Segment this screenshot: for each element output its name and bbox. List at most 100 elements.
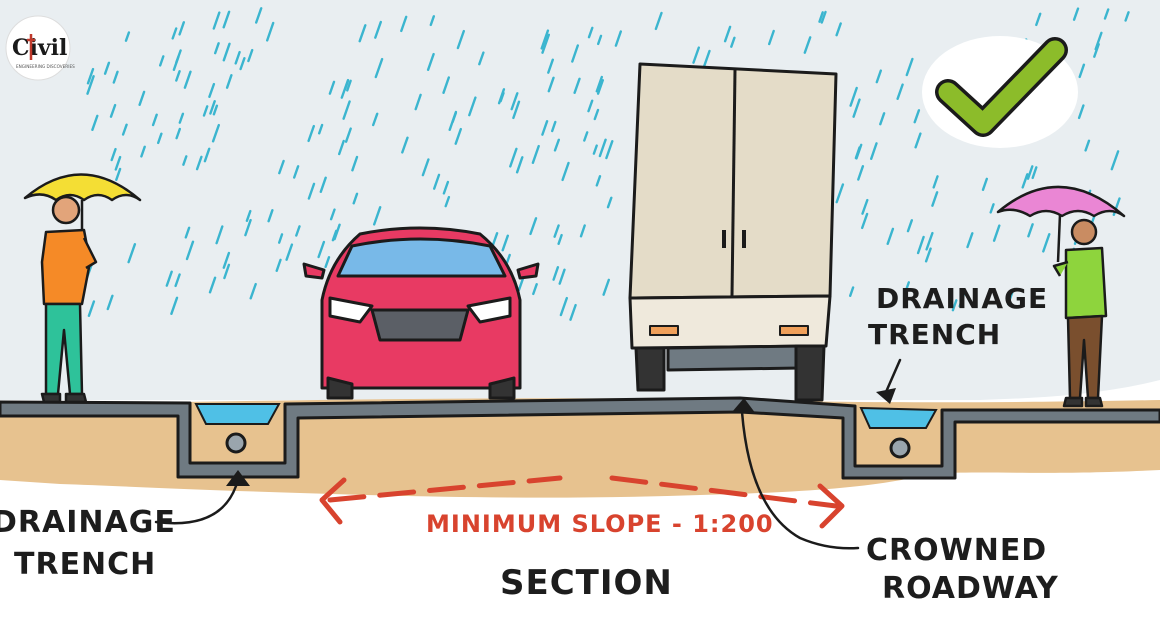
rain-drop [803, 36, 812, 54]
rain-drop [448, 110, 458, 132]
pointer-right [876, 388, 896, 404]
rain-drop [91, 114, 99, 132]
label-section: SECTION [500, 563, 673, 603]
rain-drop [112, 70, 119, 84]
rain-drop [245, 209, 252, 223]
label-drainage-left-line1: DRAINAGE [0, 505, 176, 540]
rain-drop [184, 226, 191, 239]
person-yellow-umbrella [23, 173, 142, 404]
rain-drop [1103, 8, 1110, 20]
rain-drop [1110, 150, 1120, 171]
rain-drop [902, 281, 910, 298]
rain-drop [158, 55, 165, 67]
rain-drop [512, 100, 521, 120]
rain-drop [433, 173, 441, 190]
rain-drop [178, 21, 186, 36]
rain-drop [267, 208, 274, 223]
rain-drop [317, 240, 326, 259]
rain-drop [442, 180, 450, 195]
rain-drop [557, 233, 563, 246]
civil-logo-icon: Civil ENGINEERING DISCOVERIES [5, 15, 75, 81]
rain-drop [255, 7, 263, 24]
rain-drop [989, 203, 995, 214]
rain-drop [209, 99, 216, 115]
rain-drop [468, 96, 477, 117]
rain-drop [421, 158, 430, 177]
rain-drop [1027, 223, 1034, 238]
rain-drop [1026, 165, 1034, 180]
rain-drop [1021, 173, 1029, 189]
rain-drop [318, 123, 324, 135]
rain-drop [278, 233, 284, 244]
rain-drop [351, 155, 359, 172]
rain-drop [319, 176, 327, 194]
rain-drop [501, 234, 509, 252]
rain-drop [587, 26, 594, 39]
rain-drop [456, 29, 465, 50]
rain-drop [182, 155, 188, 166]
rain-drop [861, 212, 869, 230]
water-right-trench [859, 406, 938, 429]
rain-drop [966, 232, 974, 249]
red-car [302, 226, 540, 400]
rain-drop [121, 123, 128, 136]
rain-drop [1031, 166, 1038, 180]
rain-drop [573, 77, 581, 95]
rain-drop [1078, 63, 1086, 79]
rain-drop [768, 29, 775, 46]
pink-umbrella [996, 185, 1126, 218]
rain-drop [244, 218, 252, 237]
logo-tagline: ENGINEERING DISCOVERIES [16, 64, 75, 69]
rain-drop [606, 196, 613, 209]
rain-drop [992, 224, 1001, 242]
rain-drop [278, 159, 285, 175]
rain-drop [156, 132, 163, 145]
rain-drop [515, 156, 524, 174]
rain-drop [723, 25, 732, 43]
rain-drop [454, 127, 462, 145]
rain-drop [531, 144, 540, 165]
rain-drop [598, 138, 607, 158]
rain-drop [547, 58, 554, 74]
rain-drop [849, 286, 855, 297]
rain-drop [307, 124, 315, 143]
rain-drop [223, 263, 231, 280]
rain-drop [213, 42, 220, 55]
rain-drop [849, 86, 858, 107]
rain-drop [124, 31, 131, 42]
rain-drop [861, 198, 869, 215]
rain-drop [249, 282, 257, 300]
label-drainage-left-line2: TRENCH [14, 547, 156, 582]
rain-drop [86, 74, 95, 95]
rain-drop [906, 219, 913, 233]
person-pink-umbrella [996, 185, 1126, 408]
rain-drop [307, 182, 316, 200]
rain-drop [401, 136, 409, 154]
rain-drop [497, 88, 506, 105]
rain-drop [328, 80, 336, 95]
rain-drop [551, 120, 557, 133]
label-crowned-line1: CROWNED [866, 533, 1047, 568]
rain-drop [532, 283, 538, 296]
rain-drop [1072, 7, 1080, 21]
rain-drop [222, 42, 231, 62]
label-drainage-right-line2: TRENCH [868, 318, 1001, 351]
rain-drop [553, 224, 560, 238]
rain-drop [593, 108, 600, 121]
rain-drop [275, 258, 282, 272]
rain-drop [981, 177, 988, 192]
rain-drop [703, 49, 711, 68]
sky-backdrop [0, 0, 1160, 400]
rain-drop [552, 266, 560, 281]
rain-drop [905, 57, 914, 77]
rain-drop [115, 167, 122, 182]
rain-drop [931, 191, 939, 207]
rain-drop [1077, 104, 1085, 120]
rain-drop [857, 164, 865, 181]
rain-drop [110, 147, 117, 162]
rain-drop [285, 243, 294, 261]
rain-drop [818, 11, 824, 23]
check-mark-icon [922, 36, 1078, 148]
rain-drop [924, 247, 932, 263]
rain-drop [203, 147, 211, 163]
